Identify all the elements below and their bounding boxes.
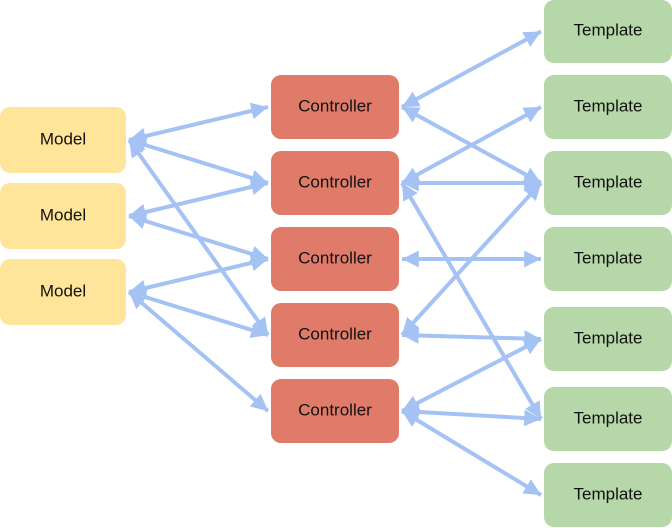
- model-box: [0, 259, 126, 325]
- edge-arrow: [128, 254, 269, 297]
- model-label: Model: [40, 281, 86, 300]
- controller-box: [271, 379, 399, 443]
- model-label: Model: [40, 129, 86, 148]
- controller-label: Controller: [298, 400, 372, 419]
- edge-arrow: [128, 178, 269, 221]
- template-node: Template: [544, 227, 672, 291]
- template-box: [544, 227, 672, 291]
- controller-label: Controller: [298, 172, 372, 191]
- template-label: Template: [574, 20, 643, 39]
- edge-arrow: [128, 288, 269, 339]
- template-label: Template: [574, 484, 643, 503]
- template-node: Template: [544, 307, 672, 371]
- controller-box: [271, 303, 399, 367]
- controller-box: [271, 75, 399, 139]
- edge-arrow: [400, 181, 543, 421]
- model-box: [0, 107, 126, 173]
- edge-arrow: [128, 212, 269, 263]
- edge-arrow: [127, 290, 270, 413]
- edges-layer: [127, 29, 543, 497]
- template-box: [544, 307, 672, 371]
- controller-label: Controller: [298, 96, 372, 115]
- model-node: Model: [0, 107, 126, 173]
- edge-arrow: [401, 337, 542, 413]
- controller-box: [271, 227, 399, 291]
- edge-arrow: [400, 409, 543, 497]
- controller-label: Controller: [298, 248, 372, 267]
- template-box: [544, 0, 672, 63]
- controller-node: Controller: [271, 75, 399, 139]
- controller-node: Controller: [271, 303, 399, 367]
- template-box: [544, 151, 672, 215]
- template-node: Template: [544, 75, 672, 139]
- template-node: Template: [544, 151, 672, 215]
- edge-arrow: [400, 181, 543, 337]
- controller-label: Controller: [298, 324, 372, 343]
- template-box: [544, 75, 672, 139]
- template-box: [544, 387, 672, 451]
- controller-node: Controller: [271, 379, 399, 443]
- edge-arrow: [128, 102, 269, 145]
- template-label: Template: [574, 408, 643, 427]
- template-label: Template: [574, 172, 643, 191]
- template-label: Template: [574, 248, 643, 267]
- edge-arrow: [401, 327, 542, 347]
- model-node: Model: [0, 183, 126, 249]
- controller-box: [271, 151, 399, 215]
- controller-node: Controller: [271, 151, 399, 215]
- edge-arrow: [401, 403, 542, 427]
- model-node: Model: [0, 259, 126, 325]
- template-box: [544, 463, 672, 527]
- model-label: Model: [40, 205, 86, 224]
- edge-arrow: [401, 29, 542, 109]
- template-node: Template: [544, 463, 672, 527]
- template-node: Template: [544, 387, 672, 451]
- model-box: [0, 183, 126, 249]
- edge-arrow: [128, 136, 269, 187]
- controller-node: Controller: [271, 227, 399, 291]
- template-label: Template: [574, 328, 643, 347]
- template-label: Template: [574, 96, 643, 115]
- template-node: Template: [544, 0, 672, 63]
- edge-arrow: [401, 105, 542, 185]
